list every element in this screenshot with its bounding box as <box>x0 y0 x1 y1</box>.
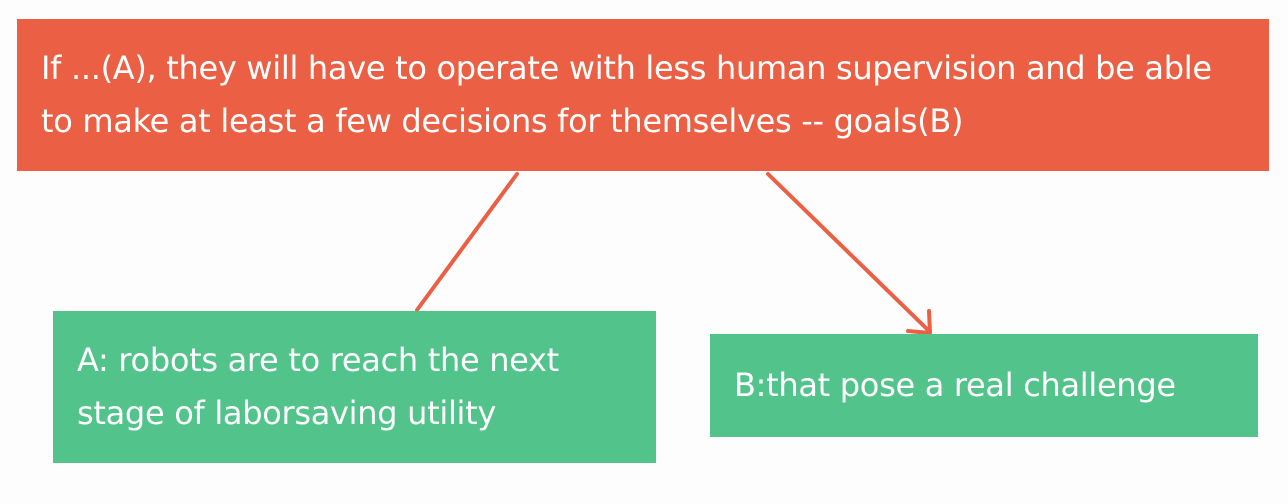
main-condition-text: If ...(A), they will have to operate wit… <box>41 49 1212 140</box>
box-b: B:that pose a real challenge <box>710 334 1258 437</box>
main-condition-box: If ...(A), they will have to operate wit… <box>17 19 1269 171</box>
box-b-text: B:that pose a real challenge <box>734 366 1176 404</box>
connector-line-to-a <box>415 172 519 312</box>
arrowhead-icon <box>906 309 932 335</box>
box-a-text: A: robots are to reach the next stage of… <box>77 341 559 432</box>
connector-arrow-to-b <box>766 172 930 332</box>
box-a: A: robots are to reach the next stage of… <box>53 311 656 463</box>
